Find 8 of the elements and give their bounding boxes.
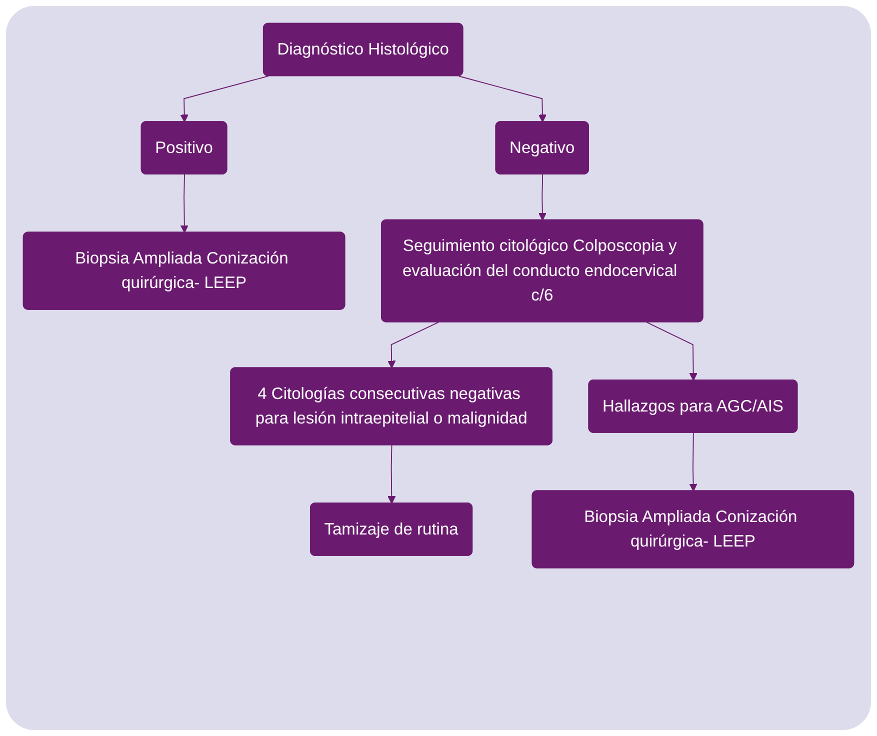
arrow — [180, 76, 269, 122]
arrow — [646, 322, 698, 381]
arrow — [180, 174, 188, 234]
arrow — [538, 174, 546, 221]
arrow — [458, 76, 546, 122]
arrow — [388, 322, 440, 368]
arrow — [388, 444, 396, 504]
arrow — [689, 432, 698, 492]
